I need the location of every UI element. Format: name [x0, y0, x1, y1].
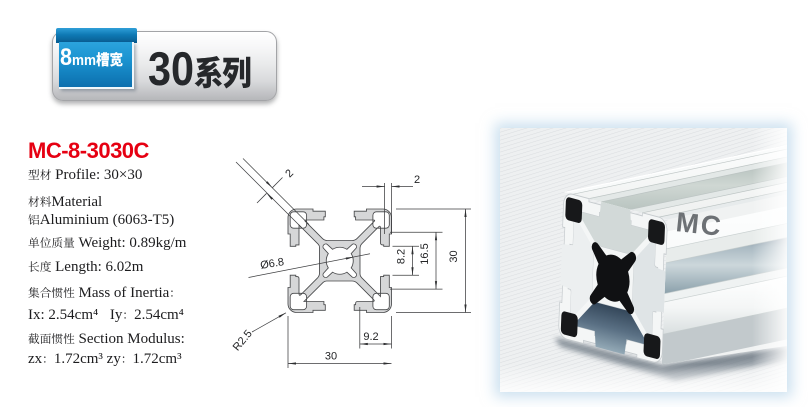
dim-offset-9-2: 9.2	[363, 331, 378, 343]
profile-outline	[287, 208, 392, 313]
series-title: 30系列	[148, 41, 252, 96]
spec-profile: 型材 Profile: 30×30	[28, 167, 143, 183]
slot-width-text: 槽宽	[95, 49, 123, 70]
series-number: 30	[148, 42, 195, 95]
face-bottom-cavity	[572, 301, 649, 355]
slot-width-number: 8	[59, 44, 72, 71]
spec-inertia-label: 集合惯性 Mass of Inertia：	[28, 285, 181, 301]
dim-slot-8-2: 8.2	[396, 249, 408, 264]
dim-width-30: 30	[325, 351, 337, 363]
photo-rendering: MC	[500, 128, 790, 392]
series-banner: 8mm槽宽 30系列	[52, 28, 277, 101]
dim-height-30: 30	[448, 250, 460, 262]
ribbon-fold	[56, 28, 137, 43]
spec-material-value: 铝Aluminium (6063-T5)	[28, 212, 175, 228]
spec-inertia-values: Ix: 2.54cm⁴ Iy：2.54cm⁴	[28, 307, 184, 323]
roof-recess-left	[589, 156, 790, 202]
product-photo: MC	[500, 128, 790, 392]
face-corner-holes	[560, 197, 665, 359]
photo-fade-bottom	[500, 364, 787, 392]
dim-inner-16-5: 16.5	[419, 243, 431, 264]
face-left-cavity	[560, 214, 594, 321]
dimension-labels: 2 2 8.2 16.5 30 Ø6.8 R2.5 9.2 30	[231, 167, 460, 362]
spec-modulus-label: 截面惯性 Section Modulus:	[28, 331, 185, 347]
roof-slot	[601, 162, 790, 210]
dim-web-2: 2	[283, 167, 296, 180]
spec-material-label: 材料Material	[28, 194, 103, 210]
brand-text: MC	[674, 206, 724, 242]
photo-fade-right	[752, 128, 787, 392]
dim-radius: R2.5	[231, 328, 255, 354]
model-number: MC-8-3030C	[28, 138, 149, 163]
spec-length: 长度 Length: 6.02m	[28, 259, 144, 275]
roof-recess-right	[630, 175, 790, 213]
face-right-cavity	[632, 236, 666, 342]
slot-width-ribbon: 8mm槽宽	[58, 42, 134, 89]
face-center-bore	[589, 242, 637, 315]
profile-face	[558, 193, 668, 363]
slot-width-label: 8mm槽宽	[59, 44, 123, 72]
slot-width-unit: mm	[71, 52, 96, 69]
spec-modulus-values: zx：1.72cm³ zy：1.72cm³	[28, 351, 182, 367]
spec-weight: 单位质量 Weight: 0.89kg/m	[28, 235, 187, 251]
series-suffix: 系列	[194, 46, 252, 95]
dim-bore: Ø6.8	[259, 256, 284, 272]
dim-wall-2: 2	[414, 174, 420, 186]
dimension-arrows	[265, 181, 467, 365]
face-top-cavity	[577, 201, 653, 255]
